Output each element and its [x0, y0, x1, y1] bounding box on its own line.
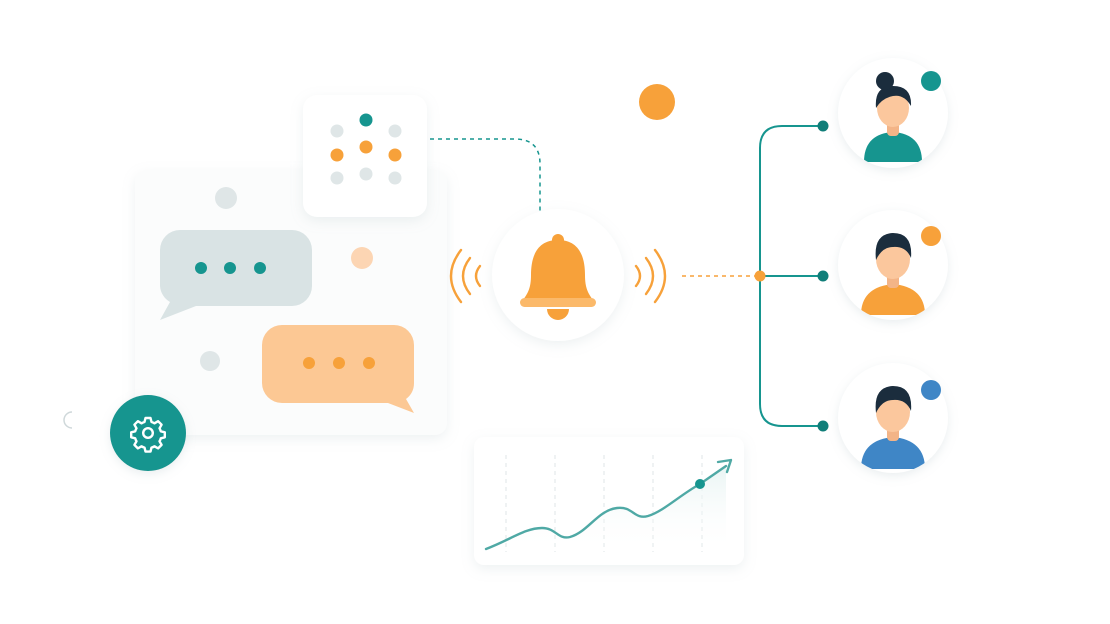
trend-line — [484, 464, 728, 551]
speech-bubble-gray — [160, 230, 312, 320]
typing-dot — [363, 357, 375, 369]
node-dot — [817, 420, 829, 432]
decor-dot — [200, 351, 220, 371]
typing-dot — [224, 262, 236, 274]
typing-dot — [254, 262, 266, 274]
node-dot — [754, 270, 766, 282]
user-avatar-3[interactable] — [838, 363, 948, 473]
typing-dot — [195, 262, 207, 274]
bell-icon — [520, 234, 596, 320]
decor-ball — [639, 84, 675, 120]
status-badge — [921, 226, 941, 246]
chart-point — [695, 479, 705, 489]
node-dot — [817, 120, 829, 132]
sound-waves-right — [634, 248, 667, 304]
typing-dot — [333, 357, 345, 369]
speech-bubble-orange — [262, 325, 414, 413]
sound-waves-left — [449, 248, 482, 304]
connector-line — [430, 138, 541, 212]
notification-bell[interactable] — [449, 209, 667, 341]
growth-chart-card — [474, 437, 744, 565]
decor-dot — [215, 187, 237, 209]
decor-dot — [351, 247, 373, 269]
chat-panel — [135, 170, 447, 435]
chart-area — [486, 466, 726, 552]
gear-icon — [130, 416, 166, 453]
user-avatar-2[interactable] — [838, 210, 948, 320]
user-avatar-1[interactable] — [838, 58, 948, 168]
typing-dot — [303, 357, 315, 369]
distribution-tree — [759, 125, 823, 427]
trend-arrow-icon — [716, 458, 733, 474]
settings-button[interactable] — [63, 395, 186, 471]
status-badge — [921, 71, 941, 91]
node-dot — [817, 270, 829, 282]
status-badge — [921, 380, 941, 400]
dot-grid-card — [303, 95, 427, 217]
